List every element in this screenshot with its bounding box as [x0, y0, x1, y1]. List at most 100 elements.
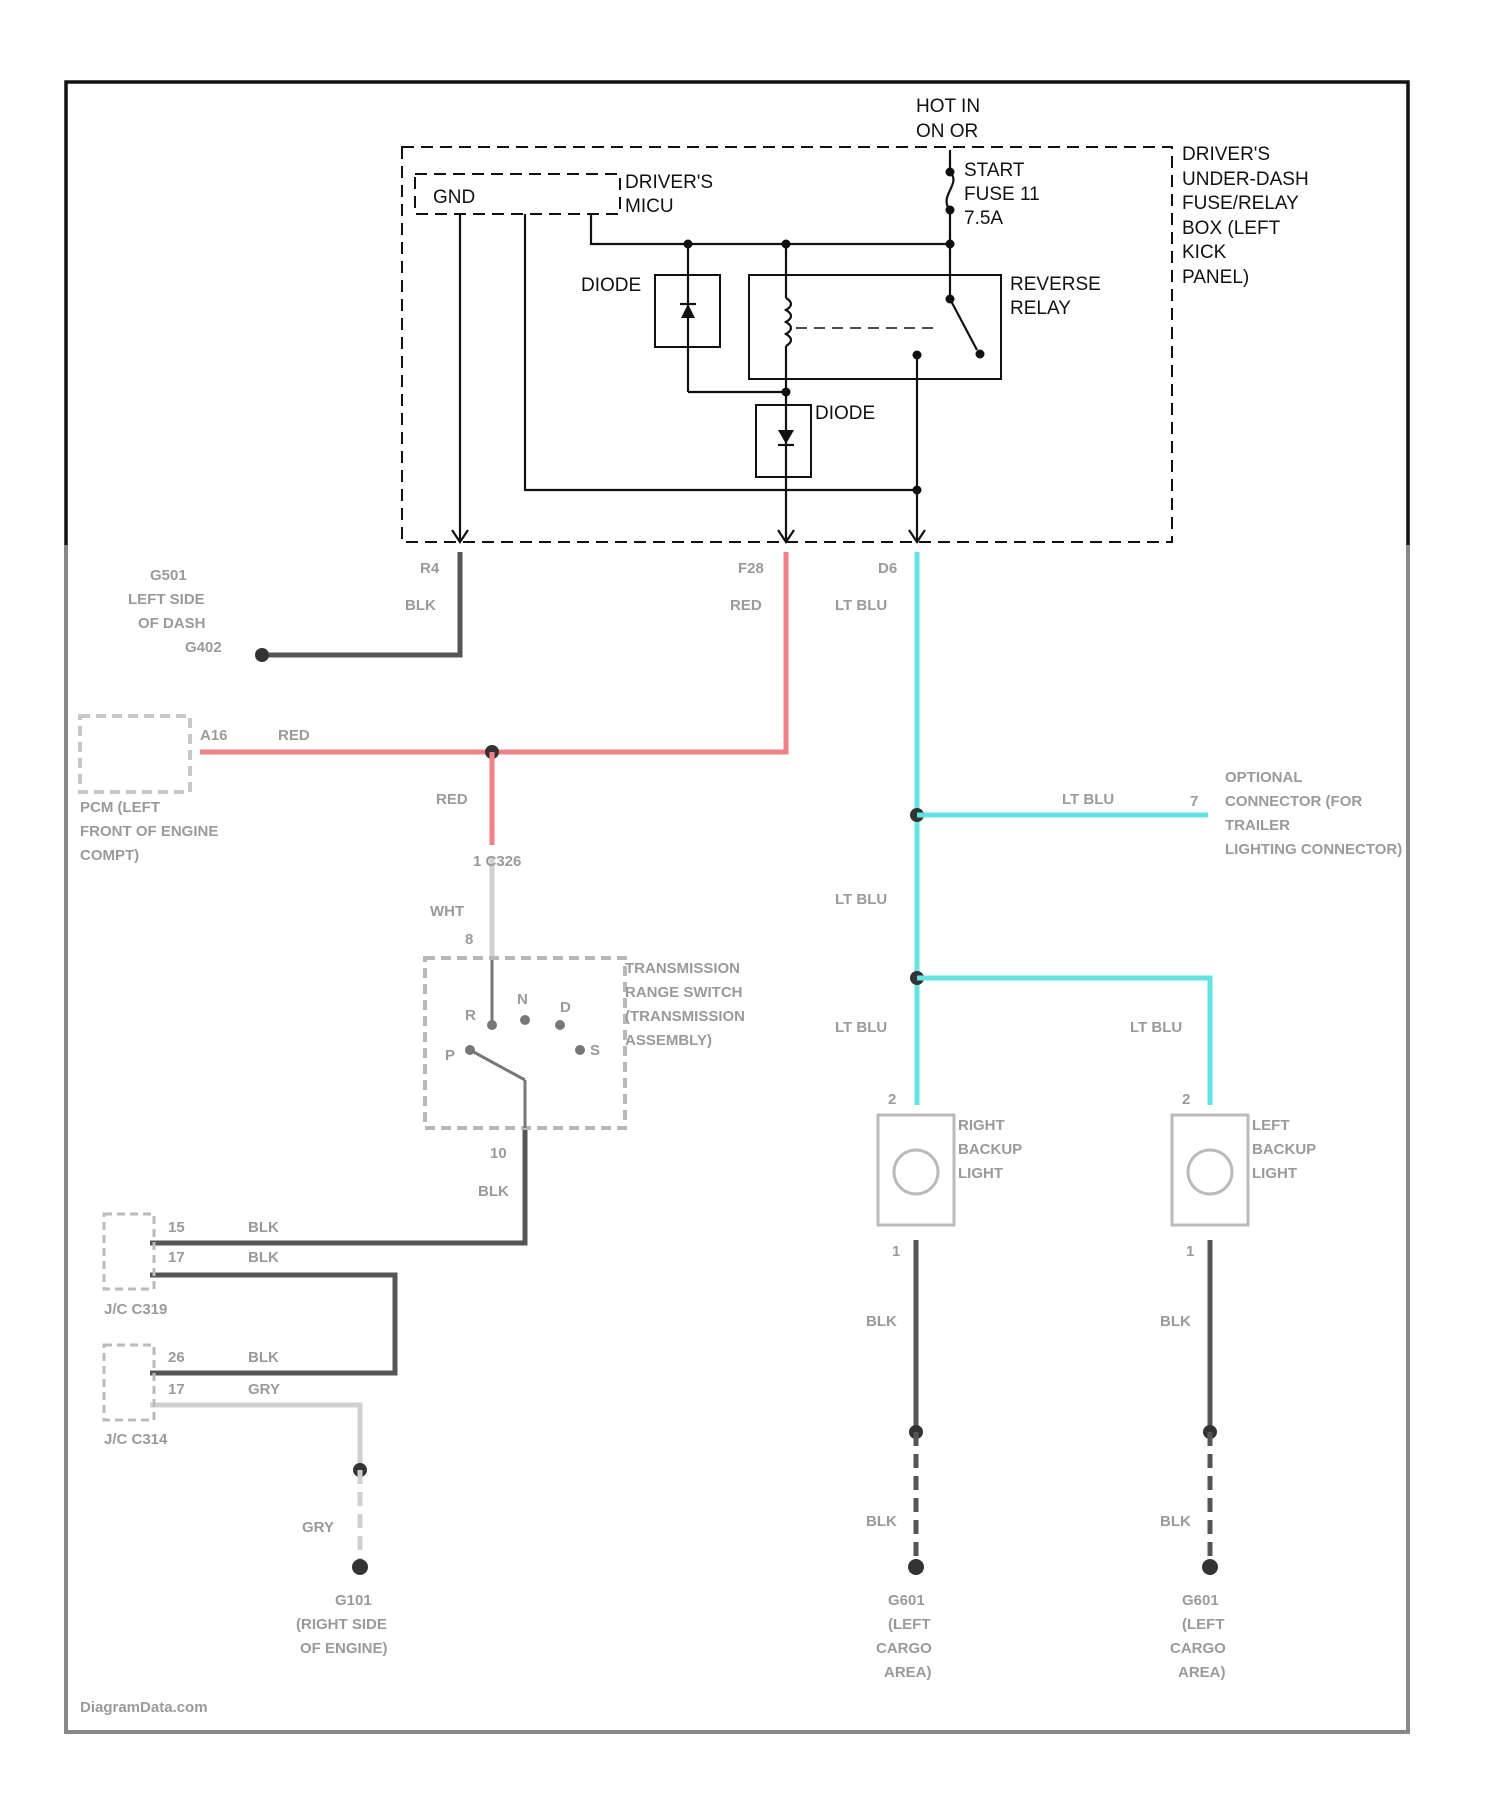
- fuse-box-label-6: PANEL): [1182, 267, 1249, 288]
- jc1-blk-1: BLK: [248, 1219, 279, 1236]
- ground-g501: [255, 648, 269, 662]
- ground-dash-3: OF DASH: [138, 615, 206, 632]
- diode-2-box: [756, 405, 811, 477]
- micu-label-1: DRIVER'S: [625, 172, 713, 193]
- relay-label-1: REVERSE: [1010, 274, 1101, 295]
- pin-blu: D6: [878, 560, 897, 577]
- left-light-pin-2: 2: [1182, 1091, 1190, 1108]
- left-light-blk-2: BLK: [1160, 1513, 1191, 1530]
- left-ground-4: AREA): [1178, 1664, 1226, 1681]
- left-ground-3: CARGO: [1170, 1640, 1226, 1657]
- hot-in-line-2: ON OR: [916, 121, 978, 142]
- switch-contact-r: [487, 1020, 497, 1030]
- ground-dash-4: G402: [185, 639, 222, 656]
- jc2-label: J/C C314: [104, 1431, 168, 1448]
- right-light-pin-1: 1: [892, 1243, 900, 1260]
- jc2-blk-1: BLK: [248, 1349, 279, 1366]
- pin-red: F28: [738, 560, 764, 577]
- left-backup-light-box: [1172, 1115, 1248, 1225]
- right-ground-4: AREA): [884, 1664, 932, 1681]
- switch-pos-d: D: [560, 999, 571, 1016]
- ground-g101: [352, 1559, 368, 1575]
- jc1-pin-1: 15: [168, 1219, 185, 1236]
- pcm-box: [80, 716, 190, 792]
- ltblu-mid-color: LT BLU: [835, 891, 887, 908]
- switch-pos-s: S: [590, 1042, 600, 1059]
- trailer-label-4: LIGHTING CONNECTOR): [1225, 841, 1402, 858]
- switch-arm: [470, 1050, 525, 1080]
- jc-c319-box: [104, 1214, 154, 1289]
- watermark: DiagramData.com: [80, 1699, 208, 1716]
- jc2-gry-1: GRY: [248, 1381, 280, 1398]
- diode-2-label: DIODE: [815, 403, 875, 424]
- trailer-label-1: OPTIONAL: [1225, 769, 1303, 786]
- micu-feed-wire: [591, 214, 950, 244]
- red-wire-main: [200, 552, 786, 752]
- relay-contact-no: [976, 350, 985, 359]
- pcm-label-2: FRONT OF ENGINE: [80, 823, 218, 840]
- ground-engine-2: (RIGHT SIDE: [296, 1616, 387, 1633]
- left-light-blk: BLK: [1160, 1313, 1191, 1330]
- jc1-blk-2: BLK: [248, 1249, 279, 1266]
- switch-pos-p: P: [445, 1047, 455, 1064]
- jc1-label: J/C C319: [104, 1301, 167, 1318]
- trans-blk-color: BLK: [478, 1183, 509, 1200]
- fuse-box-label-4: BOX (LEFT: [1182, 218, 1281, 239]
- red-wire-color: RED: [730, 597, 762, 614]
- gnd-wire-color: BLK: [405, 597, 436, 614]
- fuse-box-label-1: DRIVER'S: [1182, 144, 1270, 165]
- switch-contact-n: [520, 1015, 530, 1025]
- wht-wire-color: WHT: [430, 903, 464, 920]
- left-light-label-2: BACKUP: [1252, 1141, 1316, 1158]
- left-light-label-1: LEFT: [1252, 1117, 1290, 1134]
- gry-wire-color: GRY: [302, 1519, 334, 1536]
- pcm-pin: A16: [200, 727, 228, 744]
- fuse-11: [947, 172, 954, 210]
- gry-wire: [150, 1405, 360, 1470]
- right-light-blk-2: BLK: [866, 1513, 897, 1530]
- switch-contact-s: [575, 1045, 585, 1055]
- jc-c314-box: [104, 1345, 154, 1420]
- lower-circuit: R4 F28 D6 BLK RED LT BLU G501 LEFT SIDE …: [80, 552, 1402, 1716]
- pcm-label-1: PCM (LEFT: [80, 799, 160, 816]
- ltblu-right-color: LT BLU: [835, 1019, 887, 1036]
- fuse-box-label-3: FUSE/RELAY: [1182, 193, 1299, 214]
- blk-switch-to-jc: [150, 1130, 525, 1243]
- ltblu-left-color: LT BLU: [1130, 1019, 1182, 1036]
- left-light-pin-1: 1: [1186, 1243, 1194, 1260]
- jc2-pin-2: 17: [168, 1381, 185, 1398]
- ground-right-cargo: [908, 1559, 924, 1575]
- switch-pos-r: R: [465, 1007, 476, 1024]
- trailer-label-3: TRAILER: [1225, 817, 1290, 834]
- trans-switch-label-2: RANGE SWITCH: [625, 984, 743, 1001]
- right-light-label-2: BACKUP: [958, 1141, 1022, 1158]
- right-light-label-1: RIGHT: [958, 1117, 1005, 1134]
- switch-pos-n: N: [517, 991, 528, 1008]
- left-backup-bulb: [1188, 1150, 1232, 1194]
- ground-left-cargo: [1202, 1559, 1218, 1575]
- right-ground-2: (LEFT: [888, 1616, 931, 1633]
- ltblu-left-light-wire: [917, 978, 1210, 1105]
- fuse-label-3: 7.5A: [964, 208, 1003, 229]
- c326-label: 1 C326: [473, 853, 521, 870]
- left-ground-2: (LEFT: [1182, 1616, 1225, 1633]
- trailer-pin: 7: [1190, 793, 1198, 810]
- pcm-red-label: RED: [278, 727, 310, 744]
- trans-switch-label-3: (TRANSMISSION: [625, 1008, 745, 1025]
- trailer-ltblu: LT BLU: [1062, 791, 1114, 808]
- trans-pin-8: 8: [465, 931, 473, 948]
- diagram-frame-bottom: [66, 545, 1408, 1732]
- hot-in-line-1: HOT IN: [916, 96, 980, 117]
- micu-label-2: MICU: [625, 196, 674, 217]
- right-ground-3: CARGO: [876, 1640, 932, 1657]
- right-backup-light-box: [878, 1115, 954, 1225]
- red-branch-color: RED: [436, 791, 468, 808]
- right-ground-1: G601: [888, 1592, 925, 1609]
- diode-1-label: DIODE: [581, 275, 641, 296]
- ground-dash-2: LEFT SIDE: [128, 591, 205, 608]
- switch-contact-d: [555, 1020, 565, 1030]
- fuse-label-1: START: [964, 160, 1025, 181]
- left-light-label-3: LIGHT: [1252, 1165, 1297, 1182]
- trans-switch-label-1: TRANSMISSION: [625, 960, 740, 977]
